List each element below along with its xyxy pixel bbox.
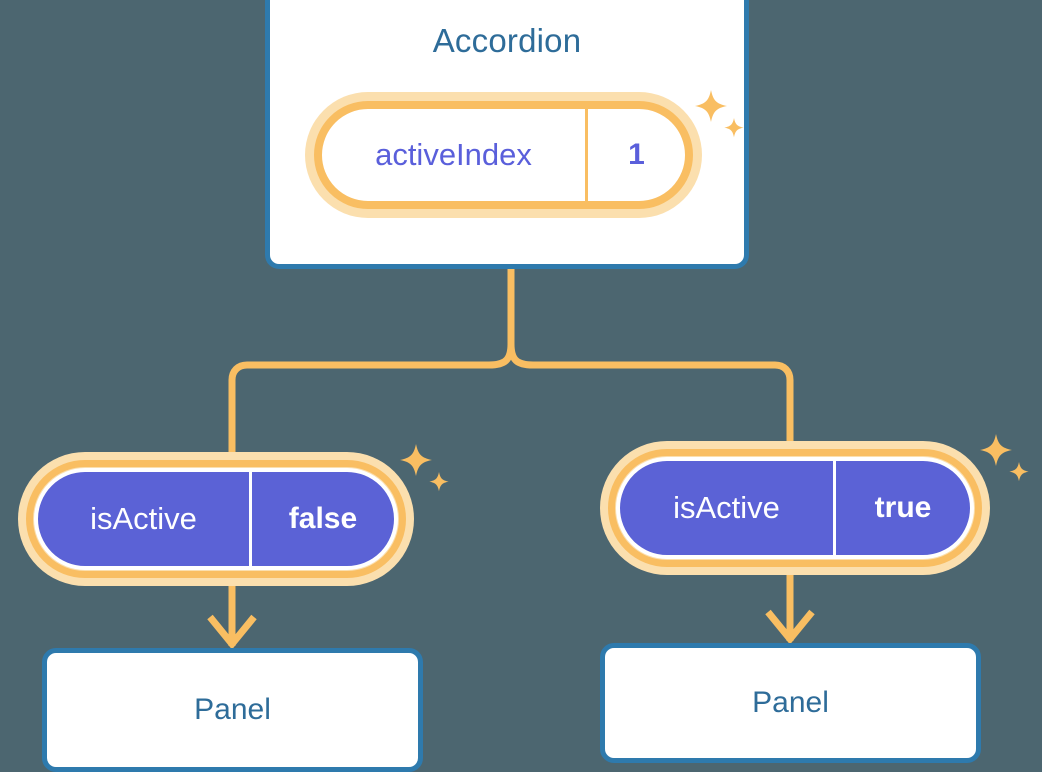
pill-ring [26, 460, 406, 578]
panel-title: Panel [194, 693, 271, 726]
pill-value-label: true [874, 491, 932, 524]
pill-body: isActive false [34, 468, 398, 570]
sparkle-icon-right [978, 430, 1040, 492]
state-pill-activeindex[interactable]: activeIndex 1 [305, 92, 702, 218]
sparkle-icon-left [398, 440, 460, 502]
prop-pill-isactive-false[interactable]: isActive false [18, 452, 414, 586]
panel-card-right: Panel [600, 643, 981, 763]
pill-key-label: activeIndex [322, 109, 588, 201]
sparkle-icon-accordion [693, 86, 755, 148]
prop-pill-isactive-true[interactable]: isActive true [600, 441, 990, 575]
pill-body: isActive true [616, 457, 974, 559]
pill-ring [608, 449, 982, 567]
pill-body: activeIndex 1 [314, 101, 693, 209]
pill-value-label: 1 [628, 138, 645, 171]
accordion-title: Accordion [432, 22, 582, 59]
panel-card-left: Panel [42, 648, 423, 772]
pill-value-label: false [288, 502, 358, 535]
panel-title: Panel [752, 686, 829, 719]
pill-key-label: isActive [38, 472, 252, 566]
pill-key-label: isActive [620, 461, 836, 555]
